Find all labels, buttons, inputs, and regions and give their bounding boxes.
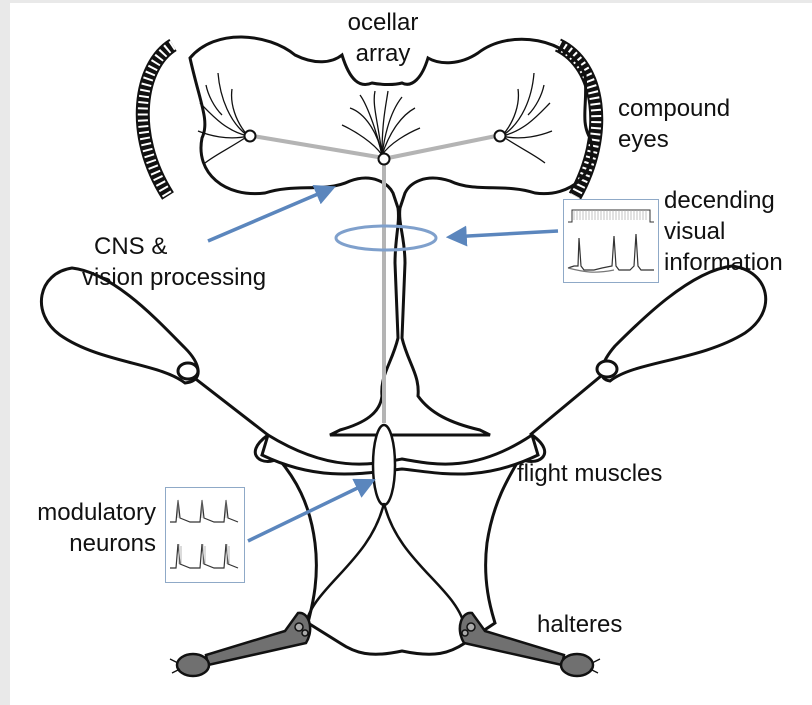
ocellar-neuron — [379, 154, 390, 165]
label-ocellar-array: ocellar array — [328, 7, 438, 69]
label-line: ocellar — [328, 7, 438, 38]
haltere-left — [170, 613, 310, 676]
label-line: neurons — [10, 528, 156, 559]
arrow-icon — [248, 481, 372, 541]
haltere-nerve-right — [384, 503, 465, 628]
arrow-icon — [450, 231, 558, 237]
right-eye-neuron — [495, 131, 506, 142]
label-line: information — [664, 247, 783, 278]
label-cns: CNS & vision processing — [82, 231, 326, 293]
label-line: decending — [664, 185, 783, 216]
wing-right-vein — [530, 371, 607, 435]
compound-eye-right — [558, 45, 596, 196]
label-halteres: halteres — [537, 609, 622, 640]
label-line: flight muscles — [517, 458, 662, 489]
label-line: vision processing — [82, 262, 326, 293]
right-eye-dendrites — [502, 73, 552, 163]
label-line: modulatory — [10, 497, 156, 528]
diagram-canvas: ocellar array compound eyes CNS & vision… — [10, 3, 812, 705]
label-line: CNS & — [82, 231, 326, 262]
label-line: visual — [664, 216, 783, 247]
flight-muscle-band — [262, 435, 538, 474]
left-eye-neuron — [245, 131, 256, 142]
ocellar-dendrites — [342, 91, 420, 155]
label-descending-visual-information: decending visual information — [664, 185, 783, 278]
label-compound-eyes: compound eyes — [618, 93, 730, 155]
compound-eye-left — [143, 45, 173, 196]
wing-left-vein — [188, 373, 268, 435]
label-flight-muscles: flight muscles — [517, 458, 662, 489]
thoracic-ganglion — [373, 425, 395, 505]
label-line: halteres — [537, 609, 622, 640]
label-line: eyes — [618, 124, 730, 155]
label-line: compound — [618, 93, 730, 124]
label-modulatory-neurons: modulatory neurons — [10, 497, 156, 559]
modulatory-trace-inset — [165, 487, 245, 583]
label-line: array — [328, 38, 438, 69]
descending-trace-inset — [563, 199, 659, 283]
